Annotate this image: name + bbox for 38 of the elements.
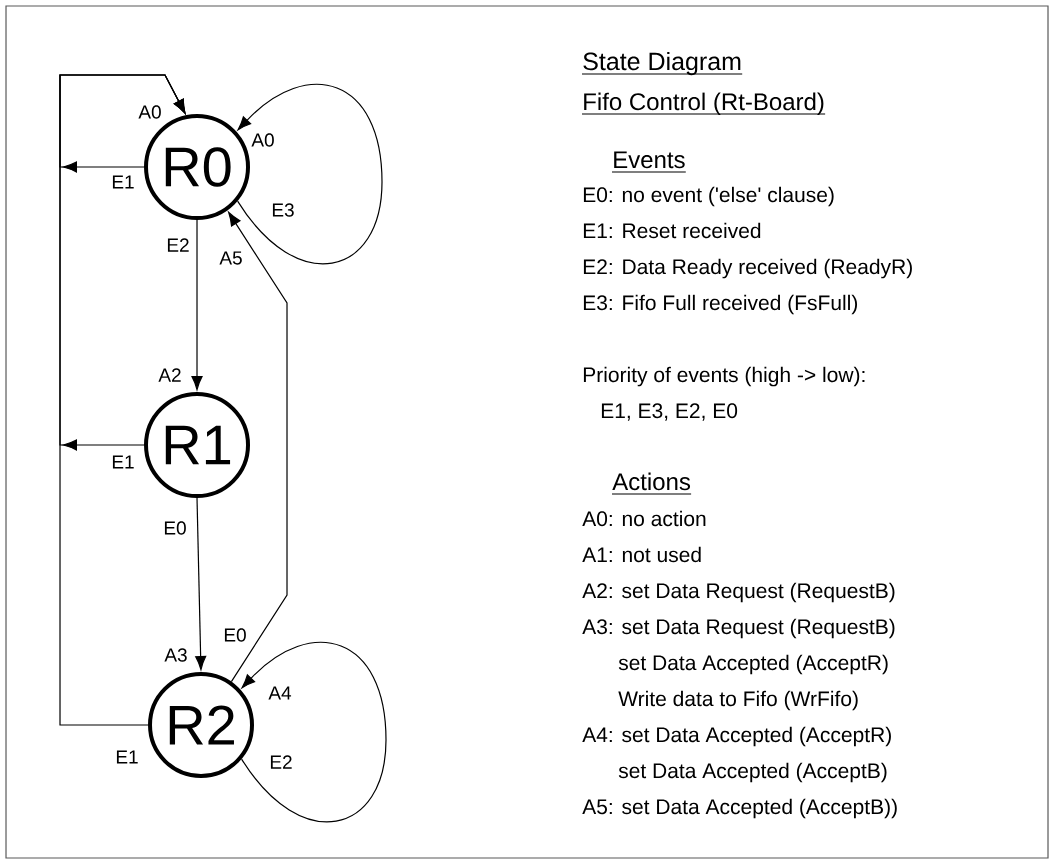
edge-label: E3: [270, 202, 296, 218]
heading: Events: [611, 151, 687, 173]
note-text: E3: Fifo Full received (FsFull): [583, 294, 858, 315]
note-text: A0: no action: [582, 510, 706, 527]
edge-label: E0: [162, 520, 188, 536]
action-label: A5: [218, 250, 244, 266]
note-text: Priority of events (high -> low):: [583, 366, 865, 387]
edge-label: E1: [114, 749, 140, 765]
edge-label: E1: [110, 174, 136, 190]
arrow: [228, 211, 288, 683]
note-text: A2: set Data Request (RequestB): [582, 582, 895, 603]
edge-label: E2: [165, 237, 191, 253]
note-text: E0: no event ('else' clause): [583, 186, 834, 207]
arrow: [237, 84, 383, 265]
arrow: [241, 642, 387, 823]
action-label: A4: [267, 685, 293, 701]
note-text: A5: set Data Accepted (AcceptB)): [582, 798, 897, 819]
arrow: [59, 74, 186, 726]
arrow: [191, 219, 203, 391]
action-label: A0: [250, 132, 276, 148]
action-label: A3: [163, 647, 189, 663]
heading: Actions: [611, 472, 692, 495]
note-text: E1: Reset received: [583, 222, 761, 239]
note-text: set Data Accepted (AcceptR): [618, 654, 888, 675]
title: State Diagram: [581, 51, 743, 76]
note-text: E1, E3, E2, E0: [601, 403, 738, 421]
note-text: E2: Data Ready received (ReadyR): [583, 258, 912, 279]
subtitle: Fifo Control (Rt-Board): [581, 92, 826, 115]
note-text: A1: not used: [582, 546, 701, 563]
edge-label: E1: [110, 454, 136, 470]
note-text: set Data Accepted (AcceptB): [618, 762, 887, 783]
action-label: A2: [157, 367, 183, 383]
edge-label: E2: [268, 754, 294, 770]
note-text: A3: set Data Request (RequestB): [582, 618, 895, 639]
note-text: Write data to Fifo (WrFifo): [618, 690, 858, 711]
edge-label: E0: [222, 627, 248, 643]
arrow: [195, 497, 207, 671]
note-text: A4: set Data Accepted (AcceptR): [582, 726, 891, 747]
